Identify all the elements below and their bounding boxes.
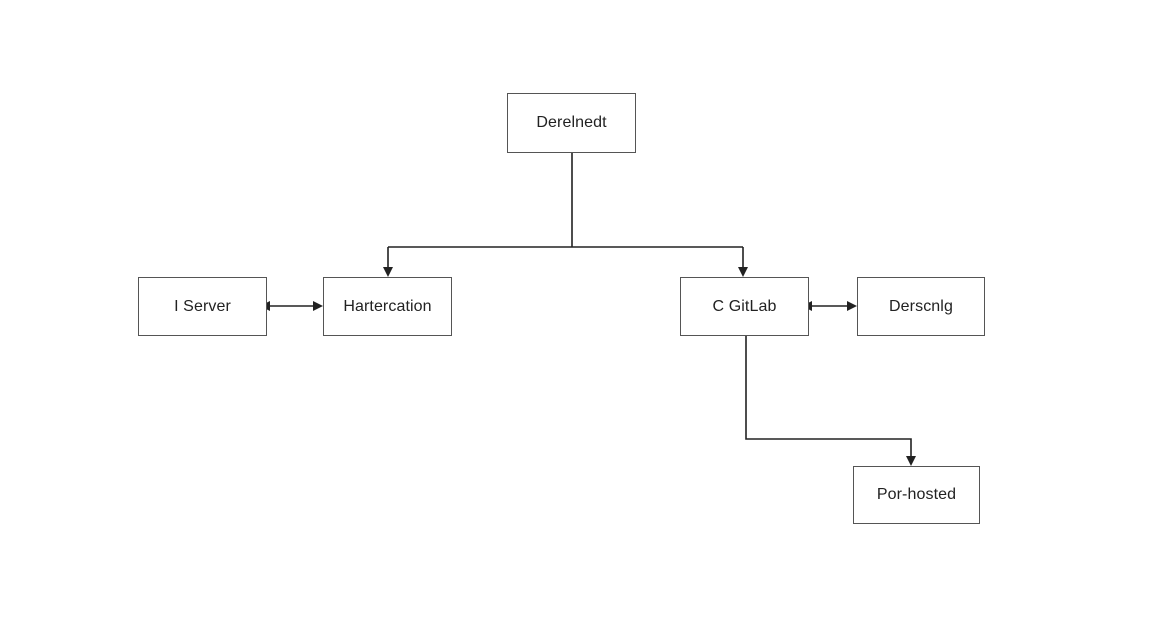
node-server-label: I Server bbox=[174, 297, 231, 315]
node-server: I Server bbox=[138, 277, 267, 336]
node-descaling: Derscnlg bbox=[857, 277, 985, 336]
node-selfhosted: Por-hosted bbox=[853, 466, 980, 524]
node-authentication: Hartercation bbox=[323, 277, 452, 336]
node-gitlab: C GitLab bbox=[680, 277, 809, 336]
node-selfhosted-label: Por-hosted bbox=[876, 486, 957, 503]
node-developer-label: Derelnedt bbox=[536, 114, 607, 131]
edge-gitlab-selfhosted bbox=[745, 336, 916, 466]
node-gitlab-label: C GitLab bbox=[712, 297, 777, 315]
node-developer: Derelnedt bbox=[507, 93, 636, 153]
node-authentication-label: Hartercation bbox=[343, 297, 432, 315]
node-descaling-label: Derscnlg bbox=[889, 297, 953, 315]
